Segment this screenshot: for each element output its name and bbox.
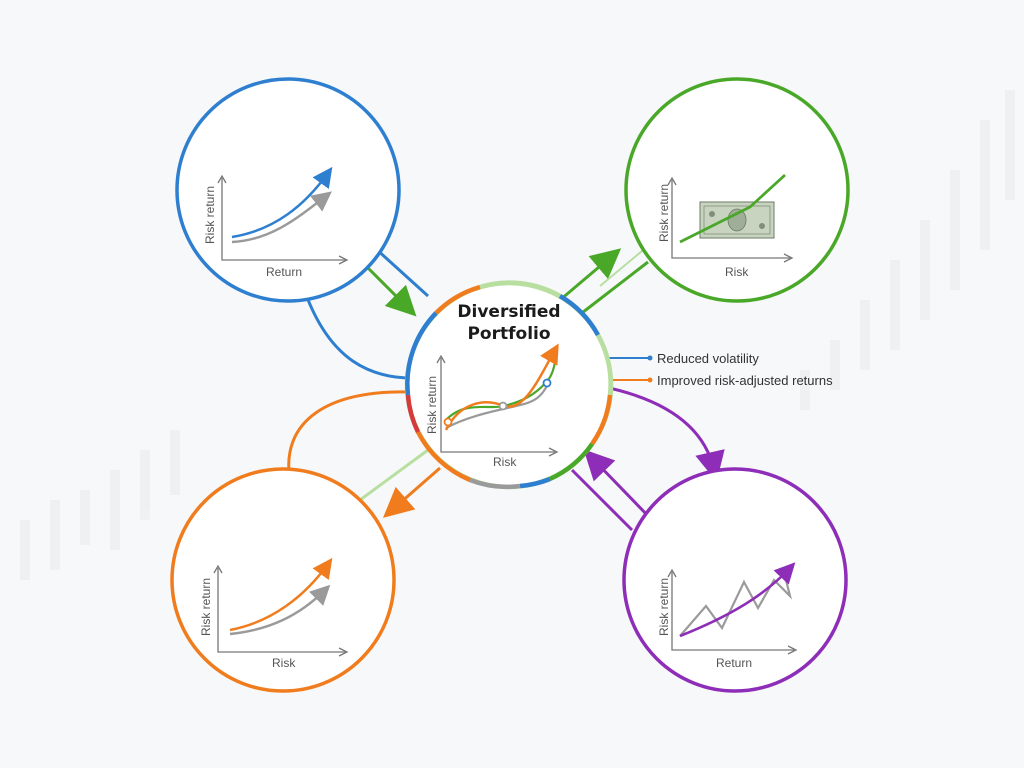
center-circle-fill (407, 283, 611, 487)
fixed-income-circle (624, 77, 850, 303)
center-title-line1: Diversified (457, 302, 560, 322)
center-ylabel: Risk return (425, 376, 439, 434)
alternatives-ylabel: Risk return (657, 578, 671, 636)
alternatives-mini-chart: Risk return Return (657, 562, 798, 670)
center-mini-chart: Risk return Risk (425, 343, 559, 469)
center-circle-ring (404, 280, 614, 490)
alternatives-title: Alternatives (676, 531, 793, 551)
legend: Reduced volatility Improved risk-adjuste… (546, 351, 833, 388)
equities-xlabel: Return (266, 265, 302, 279)
node-alternatives: Alternatives Risk return Return (622, 467, 848, 693)
connector-lines (287, 235, 725, 532)
building-icon (258, 476, 306, 526)
real-estate-ylabel: Risk return (199, 578, 213, 636)
equities-mini-chart: Risk return Return (203, 166, 349, 279)
equities-ylabel: Risk return (203, 186, 217, 244)
fixed-income-xlabel: Risk (725, 265, 749, 279)
equities-circle (175, 77, 401, 303)
node-equities: Equities Risk return Return (175, 77, 401, 303)
real-estate-xlabel: Risk (272, 656, 296, 670)
real-estate-mini-chart: Risk return Risk (199, 557, 349, 670)
center-xlabel: Risk (493, 455, 517, 469)
legend-reduced-volatility: Reduced volatility (657, 351, 759, 366)
fixed-income-mini-chart: Risk return Risk (657, 173, 794, 279)
node-real-estate: Real Estate Risk return Risk (170, 467, 396, 693)
real-estate-circle (170, 467, 396, 693)
legend-improved-risk-adjusted-returns: Improved risk-adjusted returns (657, 373, 833, 388)
fixed-income-title: Fixed Income (671, 141, 798, 161)
alternatives-xlabel: Return (716, 656, 752, 670)
equities-title: Equities (247, 141, 324, 161)
real-estate-title: Real Estate (229, 531, 338, 551)
banknote-image-icon (699, 201, 775, 239)
node-diversified-portfolio: Diversified Portfolio Risk return Risk (404, 280, 614, 490)
bar-chart-growth-icon (256, 83, 312, 137)
center-title-line2: Portfolio (467, 324, 550, 344)
node-fixed-income: $ Fixed Income Risk return Risk (624, 77, 850, 303)
fixed-income-ylabel: Risk return (657, 184, 671, 242)
dollar-bill-icon: $ (696, 98, 772, 138)
puzzle-icon (701, 497, 773, 534)
background-candlestick-texture (20, 90, 1015, 580)
svg-text:$: $ (726, 108, 741, 133)
